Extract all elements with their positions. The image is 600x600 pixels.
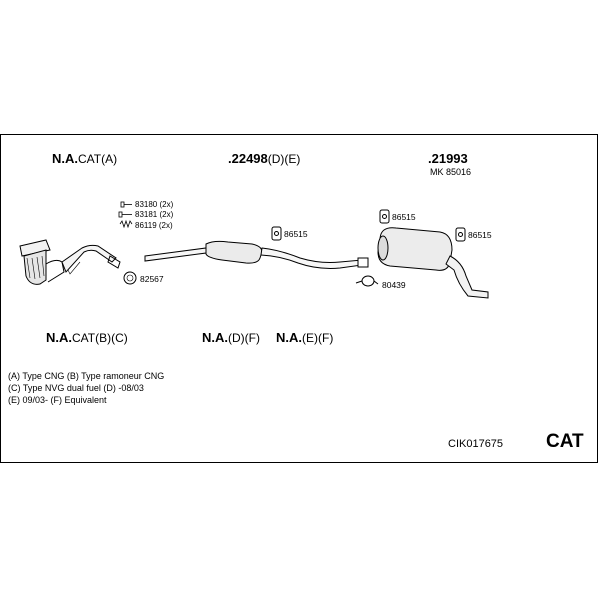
label-part-83181: 83181 (2x) <box>135 210 174 219</box>
label-part-82567: 82567 <box>140 274 164 284</box>
label-part-21993: .21993 <box>428 151 468 166</box>
label-part-22498-bold: .22498 <box>228 151 268 166</box>
label-na-ef: N.A.(E)(F) <box>276 330 333 345</box>
label-na-cat-bc: N.A.CAT(B)(C) <box>46 330 128 345</box>
label-na-ef-bold: N.A. <box>276 330 302 345</box>
catalytic-converter-drawing <box>19 239 121 285</box>
label-na-ef-rest: (E)(F) <box>302 331 334 345</box>
label-part-22498-rest: (D)(E) <box>267 152 301 166</box>
mounting-rubber-drawings <box>271 209 466 242</box>
category-label: CAT <box>546 431 584 452</box>
label-na-df-bold: N.A. <box>202 330 228 345</box>
note-line-2: (C) Type NVG dual fuel (D) -08/03 <box>8 383 144 393</box>
gasket-82567-drawing <box>123 271 137 285</box>
kit-code: CIK017675 <box>448 438 504 450</box>
note-line-1: (A) Type CNG (B) Type ramoneur CNG <box>8 371 165 381</box>
label-part-86119: 86119 (2x) <box>135 221 173 230</box>
label-mk-85016: MK 85016 <box>430 167 472 177</box>
label-part-86515-c: 86515 <box>468 230 492 240</box>
label-na-cat-bc-rest: CAT(B)(C) <box>72 331 128 345</box>
label-na-cat-a-rest: CAT(A) <box>78 152 118 166</box>
note-line-3: (E) 09/03- (F) Equivalent <box>8 395 107 405</box>
label-part-80439: 80439 <box>382 280 406 290</box>
label-na-cat-a-bold: N.A. <box>52 151 78 166</box>
label-na-df: N.A.(D)(F) <box>202 330 260 345</box>
middle-pipe-drawing <box>144 240 369 269</box>
rear-silencer-drawing <box>377 227 489 299</box>
bolt-icons <box>118 201 133 229</box>
label-na-cat-bc-bold: N.A. <box>46 330 72 345</box>
label-na-cat-a: N.A.CAT(A) <box>52 151 117 166</box>
label-part-22498: .22498(D)(E) <box>228 151 300 166</box>
diagram-frame <box>0 134 598 463</box>
label-na-df-rest: (D)(F) <box>228 331 260 345</box>
label-part-86515-b: 86515 <box>392 212 416 222</box>
label-part-83180: 83180 (2x) <box>135 200 174 209</box>
clamp-80439-drawing <box>355 275 379 287</box>
label-part-86515-a: 86515 <box>284 229 308 239</box>
